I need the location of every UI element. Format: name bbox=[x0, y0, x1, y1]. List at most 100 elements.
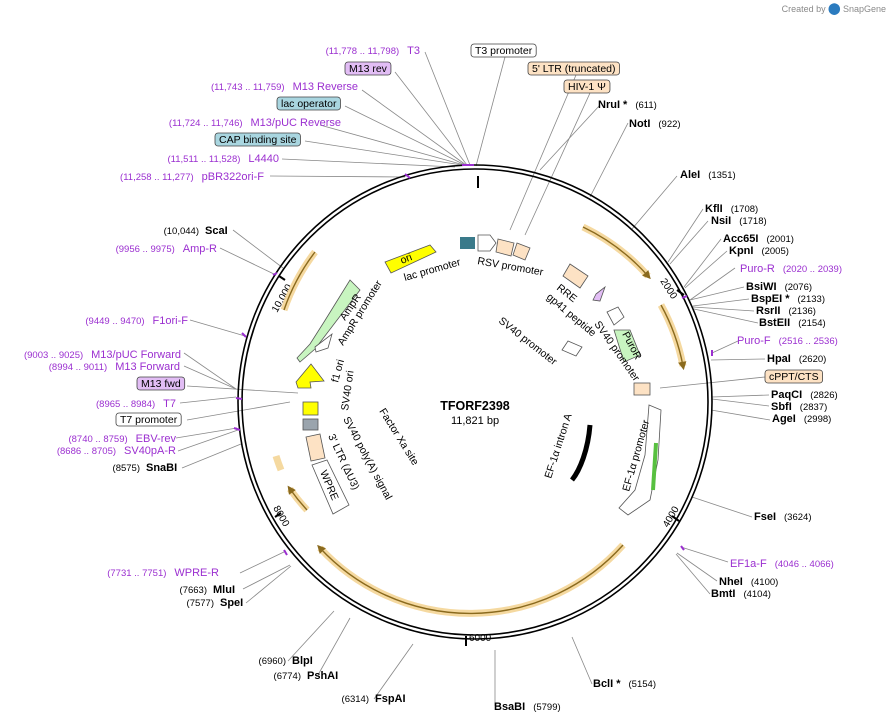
primer-position: (9003 .. 9025) bbox=[24, 350, 83, 361]
rre-block bbox=[562, 263, 589, 289]
boxed-label-bg bbox=[563, 79, 611, 94]
primer-position: (7731 .. 7751) bbox=[107, 568, 166, 579]
boxed-label-bg bbox=[764, 369, 823, 384]
enzyme-name: PshAI bbox=[307, 670, 338, 682]
enzyme-site: (7577)SpeI bbox=[187, 597, 244, 609]
enzyme-name: BstEII bbox=[759, 317, 790, 329]
puror-arrow bbox=[613, 329, 641, 363]
boxed-label-text: T3 promoter bbox=[475, 45, 533, 57]
rsv-promoter-label: RSV promoter bbox=[476, 255, 544, 278]
enzyme-name: FspAI bbox=[375, 693, 406, 705]
site-labels: NruI *(611)NotI(922)AleI(1351)KflI(1708)… bbox=[24, 45, 842, 713]
enzyme-name: NruI * bbox=[598, 99, 628, 111]
enzyme-position: (2620) bbox=[799, 354, 826, 365]
boxed-label: cPPT/CTS bbox=[764, 369, 823, 384]
feature-glyphs bbox=[295, 234, 662, 516]
enzyme-name: SnaBI bbox=[146, 462, 177, 474]
enzyme-position: (1708) bbox=[731, 204, 758, 215]
enzyme-position: (4100) bbox=[751, 577, 778, 588]
enzyme-site: NruI * (611) bbox=[598, 99, 657, 111]
primer-site: Puro-F(2516 .. 2536) bbox=[737, 335, 838, 347]
primer-name: pBR322ori-F bbox=[202, 171, 265, 183]
enzyme-position: (2837) bbox=[800, 402, 827, 413]
enzyme-site: SbfI (2837) bbox=[771, 401, 827, 413]
boxed-label: HIV-1 Ψ bbox=[563, 79, 611, 94]
enzyme-position: (5799) bbox=[533, 702, 560, 713]
ltr-block bbox=[495, 238, 515, 257]
primer-position: (8994 .. 9011) bbox=[49, 362, 107, 373]
primer-name: EBV-rev bbox=[136, 433, 177, 445]
primer-position: (11,258 .. 11,277) bbox=[120, 172, 194, 183]
backbone bbox=[237, 164, 713, 640]
rsv-promoter-arrow bbox=[477, 234, 497, 252]
boxed-label-bg bbox=[344, 61, 392, 76]
enzyme-position: (1351) bbox=[708, 170, 735, 181]
primer-site: M13 Reverse(11,743 .. 11,759) bbox=[211, 81, 358, 93]
enzyme-name: BclI * bbox=[593, 678, 621, 690]
primer-name: M13 Forward bbox=[115, 361, 180, 373]
boxed-label: lac operator bbox=[276, 96, 341, 111]
enzyme-name: BspEI * bbox=[751, 293, 790, 305]
plasmid-length: 11,821 bp bbox=[451, 415, 499, 427]
enzyme-site: BmtI(4104) bbox=[711, 588, 771, 600]
primer-position: (11,724 .. 11,746) bbox=[169, 118, 243, 129]
primer-name: SV40pA-R bbox=[124, 445, 176, 457]
f1-ori-label: f1 ori bbox=[329, 358, 347, 384]
enzyme-site: KpnI (2005) bbox=[729, 245, 789, 257]
primer-site: WPRE-R(7731 .. 7751) bbox=[107, 567, 219, 579]
plasmid-name: TFORF2398 bbox=[440, 399, 510, 413]
enzyme-name: HpaI bbox=[767, 353, 791, 365]
enzyme-name: KpnI bbox=[729, 245, 753, 257]
boxed-label: T3 promoter bbox=[470, 43, 537, 58]
boxed-label-text: lac operator bbox=[281, 98, 337, 110]
brand-name: SnapGene bbox=[842, 4, 886, 14]
sv40-promoter-label-2: SV40 promoter bbox=[496, 315, 559, 368]
boxed-label: M13 rev bbox=[344, 61, 392, 76]
sv40-promoter-arrow-top bbox=[606, 306, 625, 326]
boxed-label-bg bbox=[527, 61, 620, 76]
enzyme-site: AleI (1351) bbox=[680, 169, 736, 181]
sv40-promoter-arrow-mid bbox=[561, 340, 583, 357]
primer-name: Amp-R bbox=[183, 243, 217, 255]
boxed-label-bg bbox=[115, 412, 182, 427]
enzyme-position: (2005) bbox=[761, 246, 788, 257]
primer-name: M13/pUC Reverse bbox=[251, 117, 341, 129]
primer-site: Puro-R(2020 .. 2039) bbox=[740, 263, 842, 275]
sv40-ori-label: SV40 ori bbox=[339, 370, 356, 412]
enzyme-position: (2154) bbox=[798, 318, 825, 329]
enzyme-site: (6314) FspAI bbox=[342, 693, 406, 705]
primer-position: (8686 .. 8705) bbox=[57, 446, 116, 457]
ampr-arrow bbox=[296, 279, 361, 363]
boxed-label-bg bbox=[214, 132, 301, 147]
boxed-label-text: M13 rev bbox=[349, 63, 388, 75]
primer-name: Puro-F bbox=[737, 335, 771, 347]
primer-site: SV40pA-R (8686 .. 8705) bbox=[57, 445, 176, 457]
boxed-label-text: M13 fwd bbox=[141, 378, 181, 390]
ampr-promoter-arrow bbox=[314, 332, 333, 353]
enzyme-name: ScaI bbox=[205, 225, 228, 237]
enzyme-name: AleI bbox=[680, 169, 700, 181]
enzyme-position: (922) bbox=[658, 119, 680, 130]
enzyme-position: (611) bbox=[635, 100, 656, 111]
primer-position: (8740 .. 8759) bbox=[68, 434, 127, 445]
enzyme-position: (7663) bbox=[180, 585, 207, 596]
enzyme-site: (6774)PshAI bbox=[274, 670, 339, 682]
primer-name: F1ori-F bbox=[153, 315, 189, 327]
ef1a-promoter-arrow bbox=[618, 404, 662, 516]
enzyme-position: (2998) bbox=[804, 414, 831, 425]
primer-site: EBV-rev (8740 .. 8759) bbox=[68, 433, 176, 445]
boxed-label-text: T7 promoter bbox=[120, 414, 178, 426]
primer-position: (11,511 .. 11,528) bbox=[168, 154, 241, 165]
enzyme-position: (2001) bbox=[766, 234, 793, 245]
boxed-label: CAP binding site bbox=[214, 132, 301, 147]
primer-site: T7(8965 .. 8984) bbox=[96, 398, 176, 410]
enzyme-position: (6314) bbox=[342, 694, 369, 705]
enzyme-name: SbfI bbox=[771, 401, 792, 413]
primer-name: T7 bbox=[163, 398, 176, 410]
snapgene-brand: Created by ⬤ SnapGene bbox=[782, 2, 886, 15]
enzyme-name: NheI bbox=[719, 576, 743, 588]
tick-label-2000: 2000 bbox=[657, 277, 679, 302]
enzyme-position: (10,044) bbox=[164, 226, 199, 237]
